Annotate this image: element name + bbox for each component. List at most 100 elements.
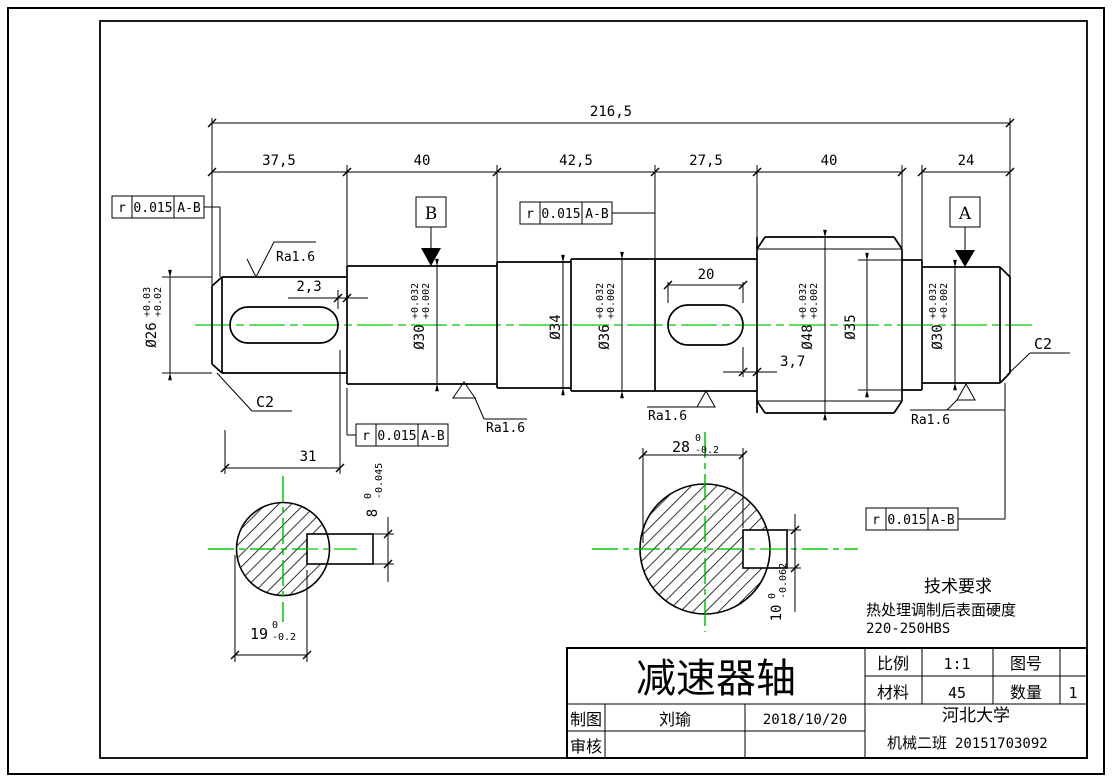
cs2-width-label: 28 0-0.2 (672, 433, 719, 456)
runout-value: 0.015 (133, 201, 172, 216)
material-value: 45 (948, 684, 966, 702)
student-no: 20151703092 (955, 736, 1048, 752)
datum-b-label: B (425, 204, 438, 224)
svg-text:Ø26: Ø26 (144, 322, 160, 347)
dia-36-label: Ø36 +0.032+0.002 (595, 283, 617, 350)
dim-keyway2-length: 20 (698, 267, 715, 283)
roughness-symbol-under-keyseat: Ra1.6 (647, 389, 716, 424)
tolerance-frame-1: r 0.015 A-B (111, 195, 221, 277)
dimension-labels: 216,5 37,5 40 42,5 27,5 40 24 2,3 31 20 … (262, 104, 974, 465)
chamfer-label: C2 (1034, 335, 1052, 353)
datum-a: A (949, 196, 981, 267)
dia-34-label: Ø34 (548, 314, 564, 339)
dim-seg-5: 40 (821, 153, 838, 169)
dim-keyway1-span: 31 (300, 449, 317, 465)
dia-35-label: Ø35 (843, 314, 859, 339)
tech-req-title: 技术要求 (924, 577, 992, 596)
cs2-keyway-width-label: 10 0-0.062 (767, 563, 789, 622)
svg-text:10: 10 (769, 605, 785, 622)
tech-req-line1: 热处理调制后表面硬度 (866, 602, 1016, 619)
runout-datum-ref: A-B (931, 513, 955, 528)
runout-value: 0.015 (541, 207, 580, 222)
chamfer-callout-right: C2 (1006, 335, 1070, 376)
datum-b: B (415, 196, 447, 266)
date-value: 2018/10/20 (763, 712, 847, 728)
runout-symbol: r (872, 513, 880, 528)
svg-text:Ø30: Ø30 (412, 324, 428, 349)
svg-text:Ø34: Ø34 (548, 314, 564, 339)
roughness-value: Ra1.6 (648, 409, 687, 424)
keyway-slot-1 (229, 306, 339, 344)
svg-text:19: 19 (250, 625, 268, 643)
dim-seg-1: 37,5 (262, 153, 296, 169)
svg-text:+0.032+0.002: +0.032+0.002 (798, 283, 820, 319)
roughness-symbols: Ra1.6 Ra1.6 Ra1.6 Ra1.6 (246, 241, 1005, 436)
dim-seg-4: 27,5 (689, 153, 723, 169)
diameter-labels: Ø26 +0.03+0.02 Ø30 +0.032+0.002 Ø34 Ø36 … (142, 283, 950, 350)
dim-keyway2-offset: 3,7 (780, 354, 805, 370)
svg-text:+0.032+0.002: +0.032+0.002 (410, 283, 432, 319)
dimension-ticks (207, 118, 1015, 473)
dia-26-label: Ø26 +0.03+0.02 (142, 287, 164, 348)
svg-text:0-0.045: 0-0.045 (363, 463, 385, 499)
centerlines (195, 324, 1032, 632)
tolerance-frame-2: r 0.015 A-B (519, 201, 656, 259)
tech-req-line2: 220-250HBS (866, 621, 950, 637)
audit-label: 审核 (570, 738, 602, 756)
scale-value: 1:1 (943, 655, 970, 673)
tolerance-frame-4: r 0.015 A-B (865, 383, 1006, 531)
tolerance-frame-3: r 0.015 A-B (346, 388, 449, 447)
part-title: 减速器轴 (636, 656, 796, 701)
class-name: 机械二班 (887, 735, 947, 752)
datum-b-triangle (421, 248, 441, 266)
datum-a-label: A (958, 204, 972, 224)
svg-text:Ø36: Ø36 (597, 324, 613, 349)
svg-text:0-0.062: 0-0.062 (767, 563, 789, 599)
dia-30-right-label: Ø30 +0.032+0.002 (928, 283, 950, 350)
runout-symbol: r (362, 429, 370, 444)
runout-datum-ref: A-B (177, 201, 201, 216)
chamfer-callout-left: C2 (216, 372, 292, 412)
dim-seg-3: 42,5 (559, 153, 593, 169)
svg-text:+0.032+0.002: +0.032+0.002 (928, 283, 950, 319)
drawn-value: 刘瑜 (659, 711, 691, 729)
dim-keyway1-offset: 2,3 (296, 279, 321, 295)
technical-requirements: 技术要求 热处理调制后表面硬度 220-250HBS (866, 577, 1016, 637)
scale-label: 比例 (877, 655, 909, 673)
roughness-symbol-under-bearing-left: Ra1.6 (452, 381, 527, 436)
roughness-value: Ra1.6 (911, 413, 950, 428)
runout-symbol: r (118, 201, 126, 216)
runout-symbol: r (526, 207, 534, 222)
cs1-width-label: 19 0-0.2 (250, 620, 296, 643)
runout-datum-ref: A-B (585, 207, 609, 222)
drawn-label: 制图 (570, 711, 602, 729)
dia-30-left-label: Ø30 +0.032+0.002 (410, 283, 432, 350)
svg-text:+0.032+0.002: +0.032+0.002 (595, 283, 617, 319)
svg-text:Ø48: Ø48 (800, 324, 816, 349)
roughness-value: Ra1.6 (276, 250, 315, 265)
fig-no-label: 图号 (1010, 655, 1042, 673)
svg-text:0-0.2: 0-0.2 (272, 620, 296, 643)
cs1-keyway-width-label: 8 0-0.045 (363, 463, 385, 517)
svg-text:Ø30: Ø30 (930, 324, 946, 349)
roughness-value: Ra1.6 (486, 421, 525, 436)
dim-seg-6: 24 (958, 153, 975, 169)
chamfer-label: C2 (256, 393, 274, 411)
svg-text:+0.03+0.02: +0.03+0.02 (142, 287, 164, 317)
cross-section-1: 8 0-0.045 19 0-0.2 (208, 463, 394, 662)
diameter-dimension-lines (168, 229, 957, 421)
qty-label: 数量 (1010, 684, 1042, 702)
qty-value: 1 (1068, 684, 1077, 702)
school-name: 河北大学 (942, 706, 1010, 725)
title-block: 减速器轴 比例 1:1 图号 材料 45 数量 1 制图 刘瑜 2018/10/… (566, 647, 1088, 759)
tolerance-frames: r 0.015 A-B r 0.015 A-B r 0.015 A-B (111, 195, 1006, 531)
svg-text:Ø35: Ø35 (843, 314, 859, 339)
shaft-profile (211, 236, 1011, 414)
cross-section-2: 28 0-0.2 10 0-0.062 (592, 432, 858, 632)
dim-seg-2: 40 (414, 153, 431, 169)
svg-text:0-0.2: 0-0.2 (695, 433, 719, 456)
runout-value: 0.015 (377, 429, 416, 444)
runout-value: 0.015 (887, 513, 926, 528)
roughness-symbol-top-left: Ra1.6 (246, 241, 316, 279)
